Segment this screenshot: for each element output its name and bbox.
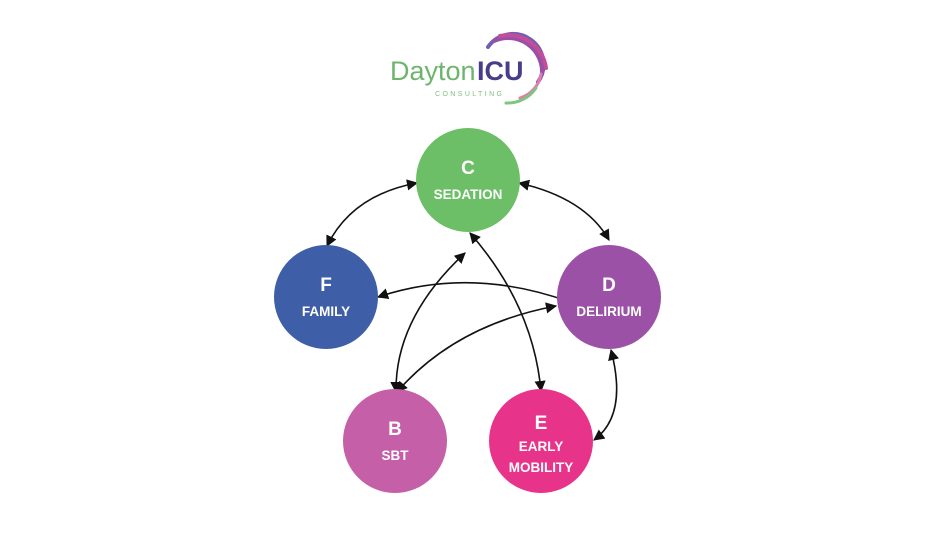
- logo-swirl-icon: [486, 32, 548, 105]
- node-e-label: MOBILITY: [509, 460, 574, 475]
- arrow-b-d: [396, 302, 558, 393]
- node-c: C SEDATION: [416, 128, 520, 232]
- node-d: D DELIRIUM: [557, 245, 661, 349]
- logo-swirl-arc: [492, 35, 545, 76]
- arrow-c-b: [390, 252, 466, 394]
- node-e-letter: E: [535, 413, 548, 434]
- node-e: E EARLY MOBILITY: [489, 389, 593, 493]
- node-e-label: EARLY: [519, 439, 564, 454]
- arrow-c-d: [517, 179, 610, 241]
- node-b-letter: B: [388, 419, 402, 440]
- logo-swirl-arc: [498, 33, 548, 70]
- bundle-nodes: C SEDATION F FAMILY D DELIRIUM B SBT E EARLY MOBIL…: [274, 128, 661, 493]
- node-c-circle: [416, 128, 520, 232]
- node-d-label: DELIRIUM: [576, 304, 641, 319]
- node-d-letter: D: [602, 275, 616, 296]
- arrow-c-f: [326, 179, 419, 248]
- arrow-f-d: [376, 281, 572, 304]
- node-b: B SBT: [343, 389, 447, 493]
- arrow-d-e: [593, 348, 619, 441]
- connection-arrows: [326, 179, 619, 441]
- logo-word-icu: ICU: [477, 56, 524, 86]
- node-f-letter: F: [320, 275, 332, 296]
- logo-word-dayton: Dayton: [390, 56, 476, 86]
- node-f-label: FAMILY: [302, 304, 350, 319]
- node-d-circle: [557, 245, 661, 349]
- logo-subtitle: CONSULTING: [435, 91, 504, 98]
- node-c-label: SEDATION: [434, 187, 503, 202]
- node-b-circle: [343, 389, 447, 493]
- dayton-icu-logo: Dayton ICU CONSULTING: [390, 32, 548, 105]
- node-f: F FAMILY: [274, 245, 378, 349]
- node-c-letter: C: [461, 158, 475, 179]
- node-e-circle: [489, 389, 593, 493]
- logo-swirl-arc: [504, 86, 538, 105]
- node-b-label: SBT: [382, 448, 410, 463]
- node-f-circle: [274, 245, 378, 349]
